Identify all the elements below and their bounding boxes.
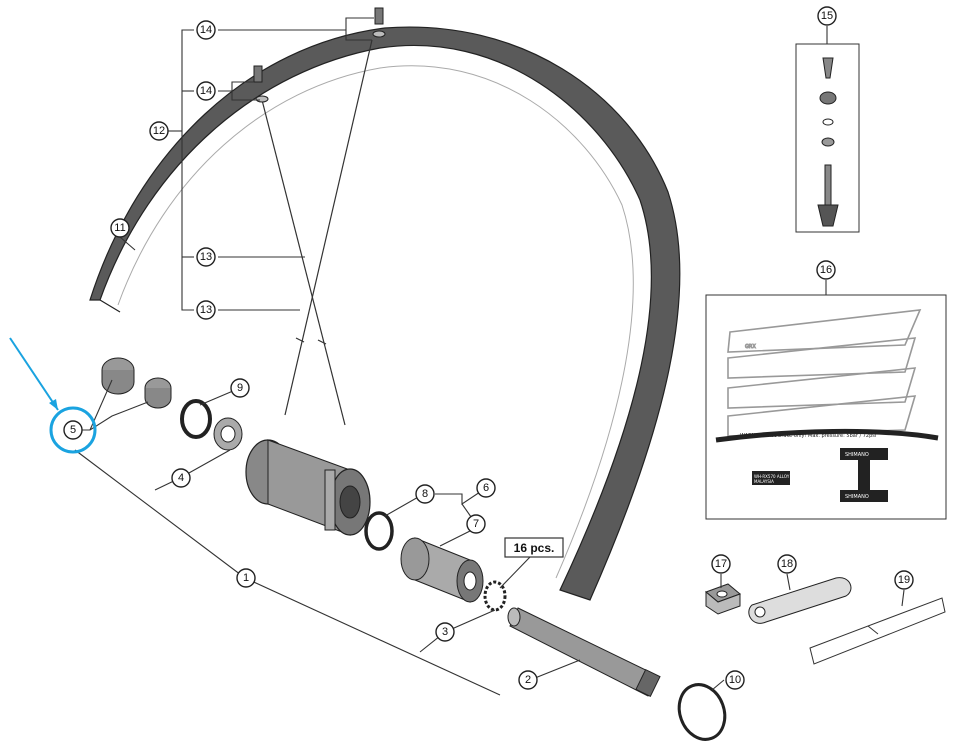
decal-warning: WARNING Disc brake only! Max. pressure: …: [740, 433, 876, 439]
locknut-parts: [101, 357, 172, 409]
decal-vertical-top: SHIMANO: [845, 452, 869, 458]
callout-11: 11: [110, 218, 130, 238]
svg-text:9: 9: [237, 382, 243, 394]
callout-5: 5: [63, 420, 83, 440]
svg-text:4: 4: [178, 472, 184, 484]
svg-text:6: 6: [483, 482, 489, 494]
decal-rim-label-1: WH-RX570 ALLOY: [754, 474, 790, 479]
callout-1: 1: [236, 568, 256, 588]
callout-19: 19: [894, 570, 914, 590]
svg-text:16: 16: [820, 264, 832, 276]
callout-18: 18: [777, 554, 797, 574]
callout-2: 2: [518, 670, 538, 690]
rim-tape-19: [809, 597, 946, 665]
callout-4: 4: [171, 468, 191, 488]
svg-text:2: 2: [525, 674, 531, 686]
callout-6: 6: [476, 478, 496, 498]
spoke-wrench-18: [748, 577, 852, 624]
callout-16: 16: [816, 260, 836, 280]
svg-text:3: 3: [442, 626, 448, 638]
callout-13-upper: 13: [196, 247, 216, 267]
svg-text:17: 17: [715, 558, 727, 570]
callout-14-lower: 14: [196, 81, 216, 101]
svg-text:13: 13: [200, 251, 212, 263]
svg-text:13: 13: [200, 304, 212, 316]
rim: [89, 26, 681, 601]
callout-3: 3: [435, 622, 455, 642]
highlight-marker: [9, 337, 97, 454]
axle: [507, 607, 661, 698]
decal-sheet: GRX WARNING Disc brake only! Max. pressu…: [705, 294, 947, 520]
svg-text:16 pcs.: 16 pcs.: [514, 541, 555, 555]
callout-10: 10: [725, 670, 745, 690]
highlight-circle: [49, 406, 97, 454]
washer-and-bearing: [180, 399, 243, 451]
callout-17: 17: [711, 554, 731, 574]
svg-text:14: 14: [200, 85, 212, 97]
valve-kit-box: [795, 43, 860, 233]
hub-body: [245, 439, 371, 536]
decal-rim-label-2: MALAYSIA: [754, 479, 774, 484]
svg-text:19: 19: [898, 574, 910, 586]
svg-text:18: 18: [781, 558, 793, 570]
svg-text:11: 11: [114, 222, 125, 234]
lock-nut-tool-17: [705, 583, 741, 615]
spacer-ring: [483, 580, 507, 612]
svg-text:15: 15: [821, 10, 833, 22]
callout-14-upper: 14: [196, 20, 216, 40]
svg-text:5: 5: [70, 424, 76, 436]
svg-text:1: 1: [243, 572, 249, 584]
axle-o-ring: [677, 683, 727, 741]
callout-7: 7: [466, 514, 486, 534]
svg-text:7: 7: [473, 518, 479, 530]
callout-13-lower: 13: [196, 300, 216, 320]
freehub-body: [364, 511, 484, 603]
spokes: [261, 39, 373, 426]
callout-8: 8: [415, 484, 435, 504]
svg-text:10: 10: [729, 674, 741, 686]
spoke-count-label: 16 pcs.: [504, 537, 564, 558]
svg-text:14: 14: [200, 24, 212, 36]
svg-text:8: 8: [422, 488, 428, 500]
callout-9: 9: [230, 378, 250, 398]
svg-text:12: 12: [153, 125, 165, 137]
callout-15: 15: [817, 6, 837, 26]
callout-12: 12: [149, 121, 169, 141]
decal-vertical-bottom: SHIMANO: [845, 494, 869, 500]
decal-logo: GRX: [745, 344, 756, 350]
